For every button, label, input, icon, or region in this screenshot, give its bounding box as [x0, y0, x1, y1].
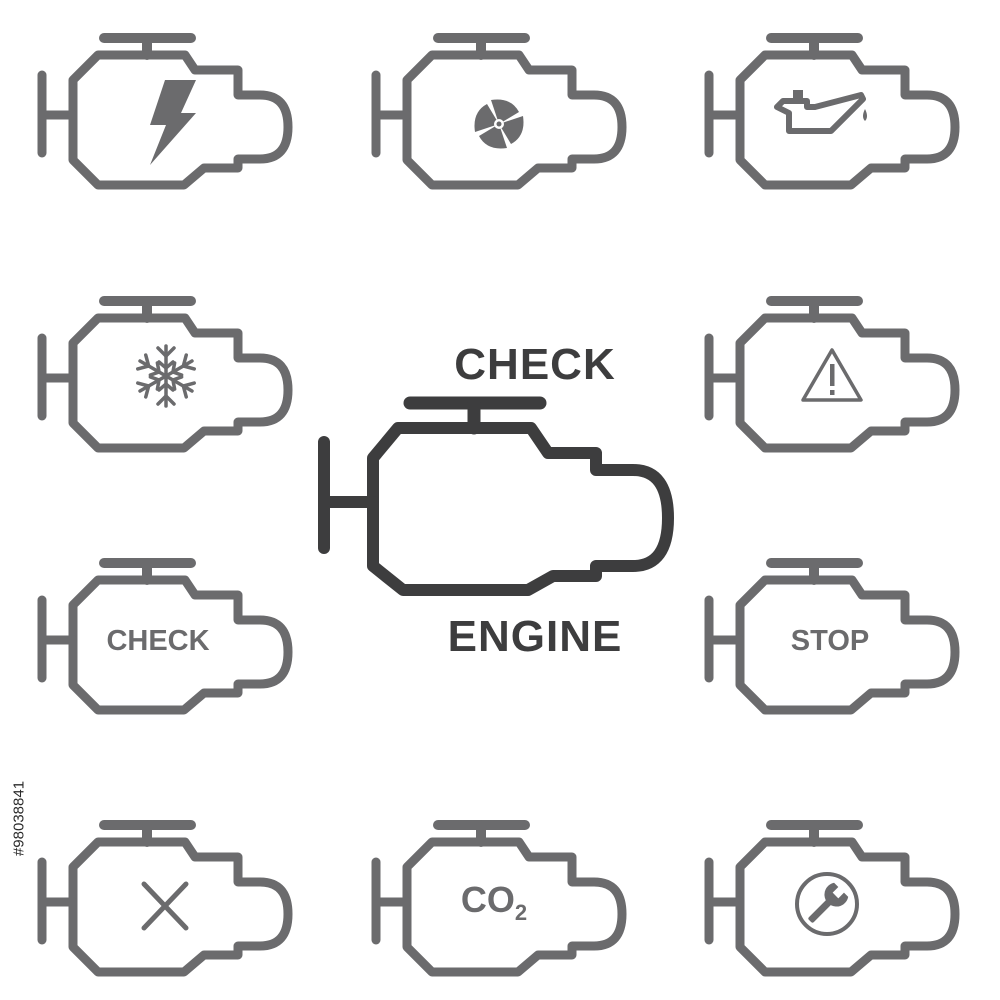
engine-label: ENGINE [447, 612, 623, 661]
snowflake-icon [136, 344, 196, 408]
x-mark-icon [141, 881, 189, 931]
check-text-label: CHECK [106, 625, 209, 657]
engine-oil-can-icon [705, 35, 965, 195]
oil-can-icon [774, 90, 867, 134]
check-label: CHECK [454, 340, 616, 389]
co2-main-text: CO [461, 879, 515, 920]
engine-snowflake-icon [38, 298, 298, 458]
engine-x-mark-icon [38, 822, 298, 982]
stop-text-label: STOP [791, 625, 869, 657]
lightning-icon [150, 80, 196, 165]
fan-icon [474, 99, 524, 149]
co2-label: CO2 [461, 879, 527, 925]
engine-stop-text-icon: STOP [705, 560, 965, 720]
co2-subscript: 2 [515, 900, 527, 925]
engine-wrench-circle-icon [705, 822, 965, 982]
engine-warning-triangle-icon [705, 298, 965, 458]
check-engine-main-icon [318, 396, 698, 598]
engine-fan-icon [372, 35, 632, 195]
engine-lightning-icon [38, 35, 298, 195]
engine-check-text-icon: CHECK [38, 560, 298, 720]
wrench-circle-icon [795, 872, 859, 936]
stock-id-text: #98038841 [10, 780, 28, 857]
engine-co2-text-icon: CO2 [372, 822, 632, 982]
warning-triangle-icon [801, 348, 863, 402]
